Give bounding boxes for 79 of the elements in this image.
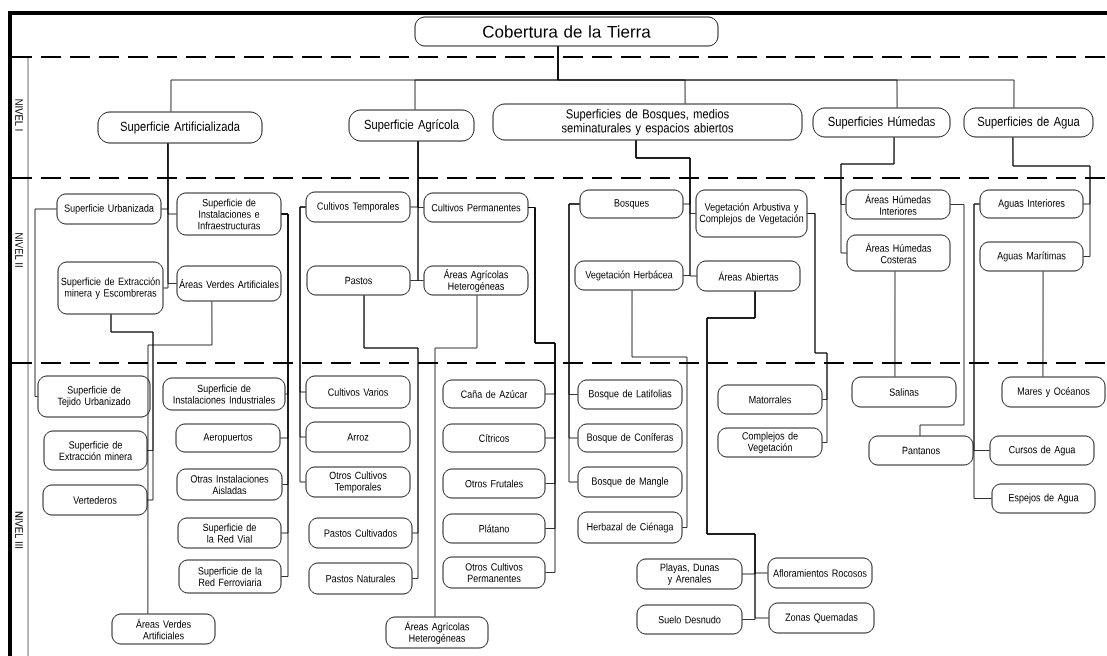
category-box: Complejos de Vegetación — [717, 427, 823, 458]
category-box: Cursos de Agua — [989, 435, 1095, 466]
category-box: Suelo Desnudo — [636, 604, 743, 635]
category-box: Áreas Agrícolas Heterogéneas — [423, 265, 529, 296]
connector-line — [417, 141, 424, 281]
category-box: Vertederos — [42, 484, 148, 516]
level-label: NIVEL II — [15, 233, 23, 267]
category-box: Aeropuertos — [175, 423, 281, 453]
connector-line — [840, 137, 895, 254]
connector-line — [807, 213, 828, 443]
category-box: Vegetación Arbustiva y Complejos de Vegetación — [695, 189, 808, 238]
category-box: Superficie de Extracción minera — [43, 430, 148, 471]
category-box: Superficies Húmedas — [812, 107, 951, 138]
level-label: NIVEL I — [15, 99, 23, 131]
connector-line — [299, 206, 306, 483]
category-box: Áreas Abiertas — [696, 260, 801, 292]
connector-line — [568, 203, 580, 483]
category-box: Playas, Dunas y Arenales — [636, 558, 743, 590]
connector-line — [919, 204, 965, 436]
category-box: Salinas — [851, 376, 957, 408]
level-label: NIVEL III — [15, 511, 23, 549]
connector-line — [110, 314, 154, 501]
category-box: Superficies de Agua — [963, 107, 1094, 138]
category-box: Matorrales — [717, 384, 823, 415]
category-box: Pastos — [306, 265, 411, 296]
connector-line — [1012, 137, 1091, 257]
category-box: Superficie Agrícola — [348, 109, 475, 142]
category-box: Cultivos Permanentes — [423, 192, 529, 223]
category-box: Otras Instalaciones Aisladas — [176, 468, 283, 501]
category-box: Áreas Verdes Artificiales — [111, 613, 216, 645]
category-box: Superficie de la Red Ferroviaria — [178, 559, 282, 594]
category-box: Superficie de Instalaciones Industriales — [162, 377, 286, 411]
category-box: Bosque de Mangle — [577, 466, 683, 498]
category-box: Superficie de Tejido Urbanizado — [37, 375, 151, 418]
category-box: Espejos de Agua — [991, 483, 1096, 514]
category-box: Pantanos — [868, 435, 974, 466]
category-box: Caña de Azúcar — [442, 379, 546, 409]
category-box: Cítricos — [442, 423, 546, 453]
category-box: Áreas Húmedas Interiores — [845, 189, 951, 220]
category-box: Mares y Océanos — [1001, 376, 1106, 408]
category-box: Superficie Artificializada — [97, 111, 263, 144]
connector-line — [1042, 271, 1044, 377]
category-box: Otros Cultivos Temporales — [305, 466, 411, 498]
category-box: Áreas Agrícolas Heterogéneas — [385, 616, 489, 649]
category-box: Afloramientos Rocosos — [767, 557, 873, 589]
connector-line — [167, 143, 177, 284]
connector-line — [434, 295, 478, 617]
connector-line — [894, 271, 896, 377]
category-box: Cobertura de la Tierra — [414, 16, 719, 47]
connector-line — [147, 301, 213, 614]
category-box: Superficies de Bosques, medios seminaturales y espacios abiertos — [492, 103, 803, 141]
category-box: Superficie de Instalaciones e Infraestructuras — [176, 192, 282, 236]
category-box: Arroz — [305, 421, 411, 453]
category-box: Aguas Marítimas — [979, 241, 1084, 272]
connector-line — [631, 290, 688, 528]
connector-line — [34, 208, 57, 397]
category-box: Superficie Urbanizada — [56, 193, 162, 225]
category-box: Aguas Interiores — [979, 189, 1084, 219]
connector-line — [557, 46, 1015, 108]
category-box: Herbazal de Ciénaga — [577, 511, 683, 544]
category-box: Cultivos Temporales — [305, 191, 411, 223]
category-box: Bosque de Coníferas — [577, 423, 683, 453]
category-box: Pastos Cultivados — [308, 517, 413, 549]
category-box: Otros Frutales — [442, 468, 546, 499]
category-box: Áreas Húmedas Costeras — [846, 234, 951, 272]
category-box: Superficie de Extracción minera y Escombreras — [57, 261, 164, 315]
category-box: Áreas Verdes Artificiales — [176, 265, 282, 302]
connector-line — [706, 291, 769, 619]
category-box: Superficie de la Red Vial — [177, 517, 282, 549]
connector-line — [973, 203, 992, 499]
category-box: Zonas Quemadas — [768, 602, 875, 634]
category-box: Otros Cultivos Permanentes — [442, 556, 546, 589]
category-box: Plátano — [442, 513, 546, 544]
category-box: Bosques — [579, 189, 684, 219]
connector-line — [363, 295, 419, 579]
category-box: Cultivos Varios — [305, 375, 411, 409]
category-box: Bosque de Latifolias — [577, 379, 683, 410]
category-box: Pastos Naturales — [308, 562, 413, 595]
category-box: Vegetación Herbácea — [574, 260, 684, 291]
